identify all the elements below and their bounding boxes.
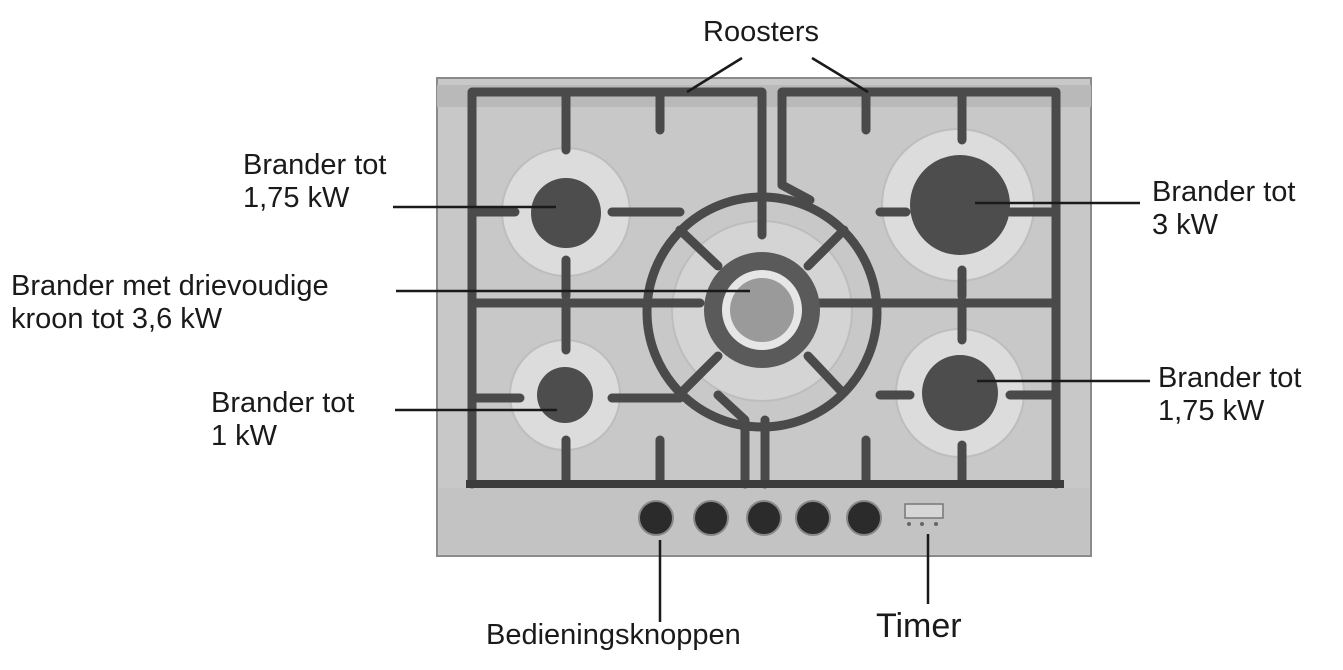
label-line: Brander tot (243, 149, 387, 181)
burner-crown-inner (730, 278, 794, 342)
control-knob-4[interactable] (795, 500, 831, 536)
label-line: 3 kW (1152, 209, 1219, 241)
label-line: Brander tot (1158, 362, 1302, 394)
grate-center-ring (642, 192, 882, 432)
label-burner-right-bottom: Brander tot 1,75 kW (1158, 362, 1301, 428)
label-controls: Bedieningsknoppen (486, 619, 741, 651)
label-line: Brander tot (211, 387, 355, 419)
control-knob-5[interactable] (846, 500, 882, 536)
label-roosters: Roosters (703, 16, 820, 48)
burner-cap-left-bottom (537, 367, 593, 423)
burner-cap-left-top (531, 178, 601, 248)
grate-left-frame (467, 87, 767, 489)
label-line: kroon tot 3,6 kW (11, 303, 223, 335)
label-line: 1 kW (211, 420, 278, 452)
label-burner-left-top: Brander tot 1,75 kW (243, 149, 386, 215)
label-line: Brander met drievoudige (11, 270, 329, 302)
label-line: 1,75 kW (1158, 395, 1265, 427)
burner-cap-right-bottom (922, 355, 998, 431)
grate-left-bottom (713, 390, 750, 489)
timer-button-3[interactable] (934, 522, 938, 526)
control-knob-3[interactable] (746, 500, 782, 536)
label-line: Brander tot (1152, 176, 1296, 208)
label-timer: Timer (876, 607, 962, 645)
timer-display[interactable] (904, 503, 944, 519)
timer-button-2[interactable] (920, 522, 924, 526)
timer-button-1[interactable] (907, 522, 911, 526)
label-line: 1,75 kW (243, 182, 350, 214)
burner-cap-right-top (910, 155, 1010, 255)
label-burner-center: Brander met drievoudige kroon tot 3,6 kW (11, 270, 329, 336)
grate-right-frame (777, 87, 1061, 489)
control-knob-1[interactable] (638, 500, 674, 536)
grate-bottom-rail (466, 480, 1064, 488)
control-knob-2[interactable] (693, 500, 729, 536)
leader-roosters (686, 56, 869, 94)
label-burner-right-top: Brander tot 3 kW (1152, 176, 1295, 242)
label-burner-left-bottom: Brander tot 1 kW (211, 387, 354, 453)
